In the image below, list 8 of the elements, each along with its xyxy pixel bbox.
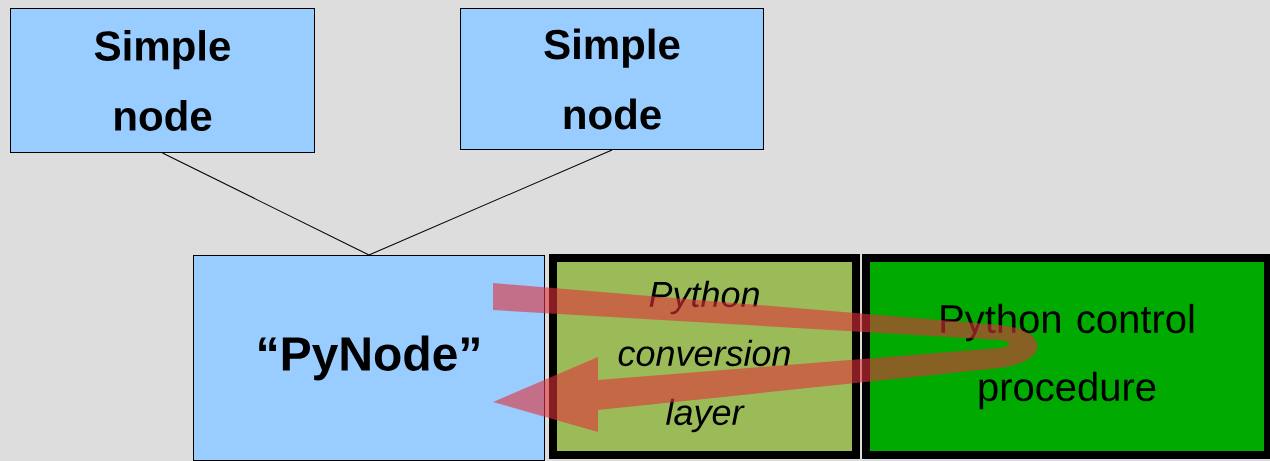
connector-line [162, 152, 370, 256]
connector-line [368, 149, 613, 256]
process-box: Simple node [460, 8, 764, 150]
return-arrow [493, 348, 1000, 432]
process-box: Simple node [10, 8, 315, 153]
process-box: “PyNode” [193, 255, 545, 461]
u-turn-arrow [493, 283, 1038, 368]
layer-box: Python conversion layer [549, 254, 860, 459]
